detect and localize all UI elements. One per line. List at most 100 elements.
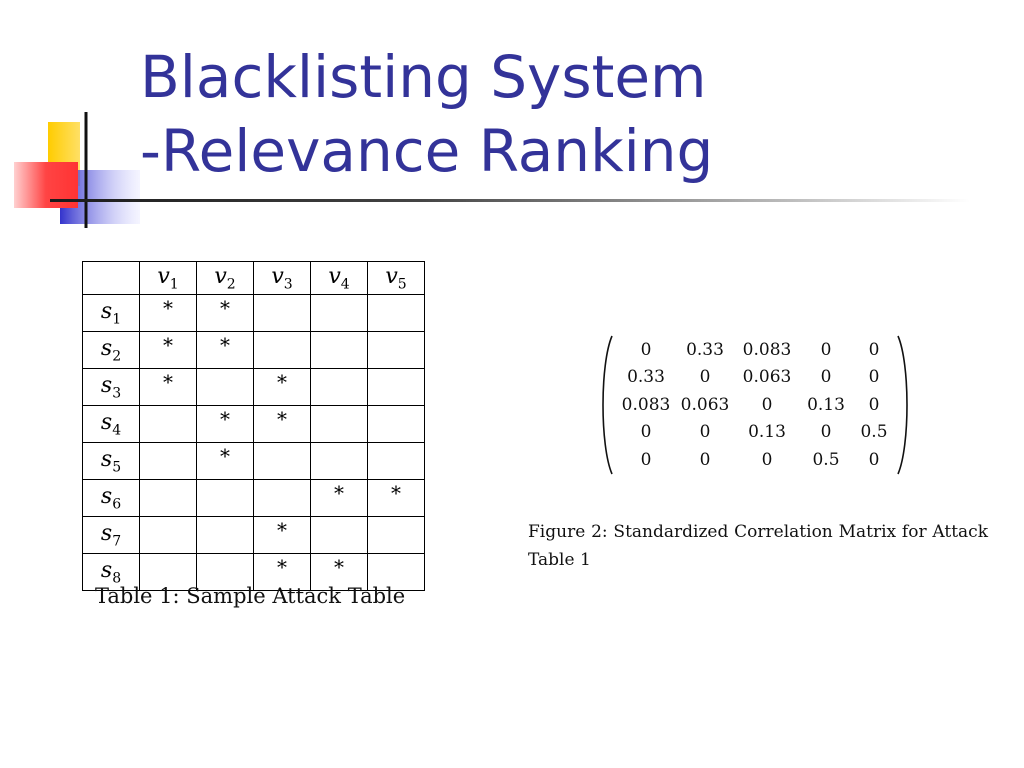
row-header-s6: s6 <box>82 479 140 517</box>
matrix-cell: 0 <box>699 449 711 470</box>
row-header-s2: s2 <box>82 331 140 369</box>
attack-cell <box>367 405 425 443</box>
attack-table: v1 v2 v3 v4 v5 s1**s2**s3**s4**s5*s6**s7… <box>82 261 425 591</box>
matrix-cell: 0 <box>640 422 652 443</box>
matrix-row: 0 0 0 0.5 0 <box>618 446 894 474</box>
row-header-s5: s5 <box>82 442 140 480</box>
matrix-cell: 0.33 <box>686 339 724 360</box>
matrix-cell: 0.13 <box>807 394 845 415</box>
attack-cell <box>310 368 368 406</box>
attack-cell <box>310 294 368 332</box>
matrix-row: 0 0.33 0.083 0 0 <box>618 336 894 364</box>
matrix-cell: 0 <box>820 422 832 443</box>
matrix-cell: 0 <box>640 449 652 470</box>
row-header-s4: s4 <box>82 405 140 443</box>
attack-cell: * <box>196 331 254 369</box>
matrix-cell: 0.063 <box>680 394 730 415</box>
attack-table-row: s6 ** <box>82 479 425 517</box>
attack-cell <box>310 442 368 480</box>
matrix-cell: 0 <box>820 339 832 360</box>
attack-cell <box>139 442 197 480</box>
attack-table-body: s1**s2**s3**s4**s5*s6**s7*s8** <box>82 294 425 591</box>
matrix-cell: 0.33 <box>627 367 665 388</box>
figure-caption: Figure 2: Standardized Correlation Matri… <box>528 522 988 570</box>
attack-cell: * <box>139 294 197 332</box>
row-header-s3: s3 <box>82 368 140 406</box>
matrix-cell: 0 <box>868 394 880 415</box>
matrix-cell: 0 <box>761 449 773 470</box>
attack-cell: * <box>310 479 368 517</box>
attack-cell: * <box>253 368 311 406</box>
attack-cell <box>310 405 368 443</box>
matrix-cell: 0.5 <box>812 449 840 470</box>
attack-cell <box>139 516 197 554</box>
column-header-v3: v3 <box>253 261 311 295</box>
attack-cell: * <box>196 294 254 332</box>
attack-cell <box>196 553 254 591</box>
matrix-cell: 0 <box>868 449 880 470</box>
attack-cell <box>139 553 197 591</box>
attack-table-row: s1** <box>82 294 425 332</box>
matrix-cell: 0.063 <box>742 367 792 388</box>
row-header-s7: s7 <box>82 516 140 554</box>
matrix-cell: 0 <box>699 367 711 388</box>
deco-yellow-square <box>48 122 80 186</box>
attack-cell <box>253 479 311 517</box>
table-caption: Table 1: Sample Attack Table <box>95 584 406 608</box>
attack-cell <box>253 442 311 480</box>
matrix-cell: 0 <box>640 339 652 360</box>
attack-cell <box>253 331 311 369</box>
attack-cell <box>310 331 368 369</box>
attack-table-row: s3** <box>82 368 425 406</box>
matrix-cell: 0 <box>868 339 880 360</box>
attack-cell <box>310 516 368 554</box>
matrix-cell: 0.13 <box>748 422 786 443</box>
matrix-row: 0.083 0.063 0 0.13 0 <box>618 391 894 419</box>
row-header-s8: s8 <box>82 553 140 591</box>
attack-cell: * <box>139 368 197 406</box>
attack-cell <box>367 368 425 406</box>
attack-cell: * <box>367 479 425 517</box>
attack-cell <box>196 368 254 406</box>
attack-cell: * <box>139 331 197 369</box>
attack-cell <box>367 294 425 332</box>
attack-cell <box>367 516 425 554</box>
slide-title: Blacklisting System -Relevance Ranking <box>140 40 713 188</box>
column-header-v1: v1 <box>139 261 197 295</box>
title-line-1: Blacklisting System <box>140 43 707 111</box>
attack-table-row: s8** <box>82 553 425 591</box>
title-line-2: -Relevance Ranking <box>140 117 714 185</box>
attack-cell <box>367 331 425 369</box>
matrix-cell: 0.5 <box>860 422 888 443</box>
attack-cell: * <box>253 553 311 591</box>
column-header-v5: v5 <box>367 261 425 295</box>
attack-cell: * <box>196 405 254 443</box>
matrix-cell: 0 <box>761 394 773 415</box>
attack-cell <box>367 553 425 591</box>
attack-table-header-row: v1 v2 v3 v4 v5 <box>82 261 425 295</box>
matrix-row: 0.33 0 0.063 0 0 <box>618 364 894 392</box>
attack-cell <box>196 479 254 517</box>
column-header-v4: v4 <box>310 261 368 295</box>
matrix-cell: 0.083 <box>621 394 671 415</box>
right-parenthesis <box>897 335 908 475</box>
matrix-cell: 0 <box>820 367 832 388</box>
attack-cell: * <box>253 405 311 443</box>
title-underline <box>50 199 970 202</box>
row-header-s1: s1 <box>82 294 140 332</box>
column-header-v2: v2 <box>196 261 254 295</box>
attack-cell <box>367 442 425 480</box>
attack-table-row: s5* <box>82 442 425 480</box>
attack-table-corner-cell <box>82 261 140 295</box>
attack-table-row: s2** <box>82 331 425 369</box>
attack-cell <box>139 405 197 443</box>
attack-table-row: s7* <box>82 516 425 554</box>
attack-cell <box>139 479 197 517</box>
left-parenthesis <box>602 335 613 475</box>
attack-cell <box>196 516 254 554</box>
attack-cell <box>253 294 311 332</box>
matrix-cell: 0 <box>868 367 880 388</box>
matrix-cell: 0.083 <box>742 339 792 360</box>
